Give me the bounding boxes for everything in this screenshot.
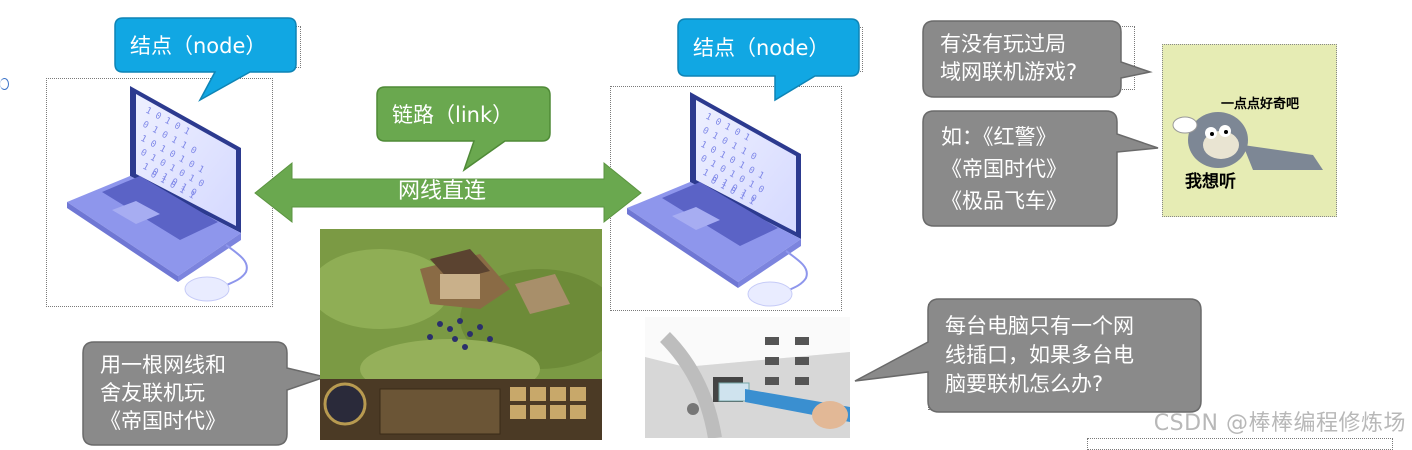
node-right-label: 结点（node） <box>693 34 829 62</box>
examples-text: 如：《红警》 《帝国时代》 《极品飞车》 <box>941 121 1067 217</box>
right-laptop-icon: 1 0 1 0 1 0 1 0 1 1 0 1 0 1 0 1 0 1 0 1 … <box>627 92 807 306</box>
game-screenshot <box>320 229 602 440</box>
left-laptop-icon: 1 0 1 0 1 0 1 0 1 1 0 1 0 1 0 1 0 1 0 1 … <box>67 86 247 301</box>
csdn-watermark: CSDN @棒棒编程修炼场 <box>1154 405 1406 437</box>
link-label: 链路（link） <box>392 101 513 129</box>
one-port-text: 每台电脑只有一个网 线插口，如果多台电 脑要联机怎么办? <box>945 312 1134 399</box>
cable-label: 网线直连 <box>398 178 486 206</box>
ethernet-port-photo <box>645 317 850 438</box>
dorm-play-text: 用一根网线和 舍友联机玩 《帝国时代》 <box>100 351 226 435</box>
meme-caption-top: 一点点好奇吧 <box>1221 93 1299 112</box>
meme-caption-bottom: 我想听 <box>1185 167 1236 192</box>
tom-meme-image: 一点点好奇吧 我想听 <box>1162 44 1337 217</box>
question-text: 有没有玩过局 域网联机游戏? <box>940 30 1077 86</box>
node-left-label: 结点（node） <box>130 32 266 60</box>
